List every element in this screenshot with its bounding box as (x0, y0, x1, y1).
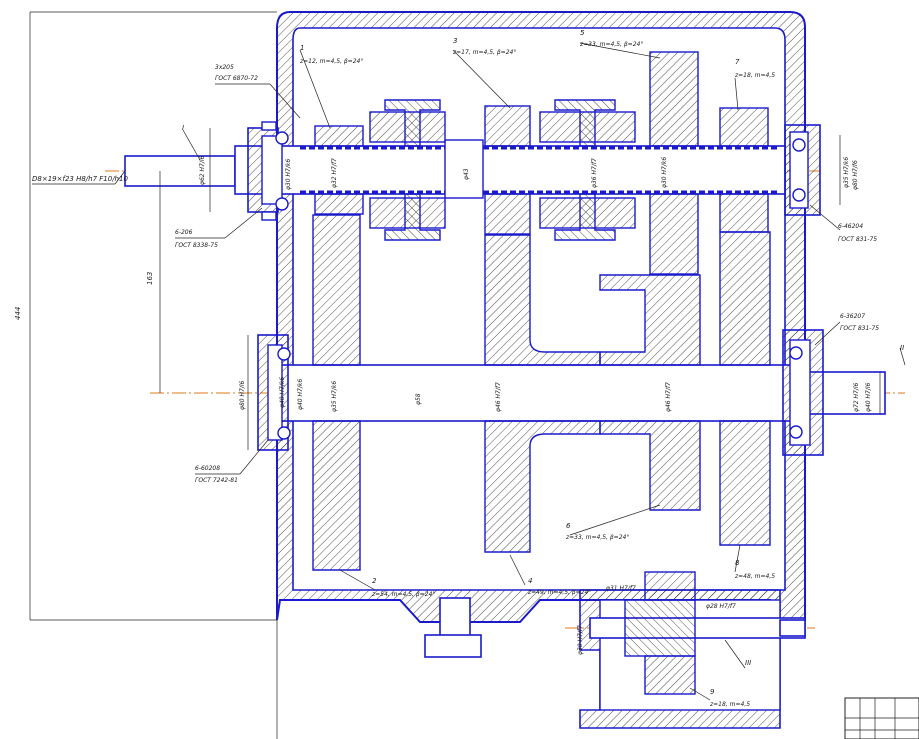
fit-9: φ40 H7/k6 (279, 377, 286, 408)
synchronizer-1 (369, 99, 446, 241)
part-2-spec: z=54, m=4,5, β=24° (371, 591, 435, 598)
fit-2: φ30 H7/k6 (285, 159, 292, 190)
bearing-2-std: ГОСТ 8338-75 (175, 242, 218, 249)
overall-height-label: 444 (14, 307, 22, 320)
gear-7 (719, 107, 769, 233)
input-bearing-cap (247, 121, 289, 221)
input-fit-label: D8×19×f23 H8/h7 F10/h10 (32, 175, 128, 183)
reverse-idler (579, 571, 806, 729)
fit-18: φ40 H7/l6 (865, 382, 872, 412)
fit-14: φ72 H7/l6 (853, 382, 860, 412)
center-distance-label: 163 (146, 272, 154, 285)
bearing-4-code: 6-36207 (840, 313, 865, 320)
right-bearing-shaft-1 (784, 124, 821, 216)
bearing-3-code: 6-46204 (838, 223, 863, 230)
gear-8 (719, 231, 771, 546)
fit-9b: φ40 H7/k6 (297, 379, 304, 410)
dimension-center-distance: 163 (146, 171, 161, 393)
fit-4: φ43 (463, 168, 470, 180)
part-9-number: 9 (710, 688, 715, 696)
bearing-2-code: 6-206 (175, 229, 193, 236)
part-5-spec: z=33, m=4,5, β=24° (579, 41, 643, 48)
fit-7: φ35 H7/k6 (843, 157, 850, 188)
leaders (175, 42, 906, 701)
fit-3: φ32 H7/f7 (331, 158, 338, 188)
part-1-spec: z=12, m=4,5, β=24° (299, 58, 363, 65)
bearing-1-code: 3x205 (215, 64, 234, 71)
bearing-5-std: ГОСТ 7242-81 (195, 477, 238, 484)
fit-5: φ36 H7/f7 (591, 158, 598, 188)
right-bearing-shaft-2 (782, 329, 824, 456)
input-shaft-center-hub (444, 139, 484, 199)
gear-9 (644, 571, 696, 601)
title-block (844, 697, 919, 739)
input-shaft (124, 139, 786, 199)
output-shaft-body (274, 364, 796, 422)
gear-2 (312, 214, 361, 571)
part-6-number: 6 (566, 522, 571, 530)
synchronizer-2 (539, 99, 636, 241)
fit-17: φ30 H7/f7 (577, 625, 584, 655)
part-1-number: 1 (300, 44, 304, 52)
part-3-number: 3 (453, 37, 457, 45)
part-4-spec: z=49, m=4,5, β=24° (527, 589, 591, 596)
part-8-spec: z=48, m=4,5 (734, 573, 775, 580)
shaft-mark-I: I (182, 124, 184, 132)
housing-inner-cavity (292, 27, 786, 591)
part-5-number: 5 (580, 29, 585, 37)
fit-13: φ35 H7/k6 (331, 381, 338, 412)
bearing-4-std: ГОСТ 831-75 (840, 325, 879, 332)
fit-1: φ62 H7/l6 (199, 155, 206, 185)
dimension-overall-height: 444 (14, 11, 277, 621)
part-7-spec: z=18, m=4,5 (734, 72, 775, 79)
gear-5 (649, 51, 699, 275)
part-6-spec: z=33, m=4,5, β=24° (565, 534, 629, 541)
gear-6 (599, 274, 701, 511)
part-8-number: 8 (735, 559, 740, 567)
fit-8: φ80 H7/l6 (239, 380, 246, 410)
shaft-mark-III: III (745, 659, 751, 667)
fit-19: φ80 H7/f6 (852, 160, 859, 190)
fit-15: φ31 H7/f7 (606, 585, 636, 592)
idler-shaft (589, 617, 806, 639)
fit-6: φ30 H7/k6 (661, 157, 668, 188)
bearing-1-std: ГОСТ 6870-72 (215, 75, 258, 82)
part-3-spec: z=17, m=4,5, β=24° (452, 49, 516, 56)
part-7-number: 7 (735, 58, 740, 66)
fit-16: φ28 H7/f7 (706, 603, 736, 610)
shaft-mark-II: II (900, 344, 904, 352)
input-shaft-tail (124, 155, 236, 187)
fit-11: φ46 H7/f7 (495, 382, 502, 412)
bearing-5-code: 6-60208 (195, 465, 220, 472)
fit-12: φ46 H7/f7 (665, 382, 672, 412)
part-9-spec: z=18, m=4,5 (709, 701, 750, 708)
drain-plug (424, 597, 482, 658)
fit-10: φ58 (415, 393, 422, 405)
part-2-number: 2 (372, 577, 377, 585)
part-4-number: 4 (528, 577, 532, 585)
bearing-3-std: ГОСТ 831-75 (838, 236, 877, 243)
gear-3 (484, 105, 531, 235)
left-bearing-shaft-2 (257, 334, 291, 451)
input-shaft-body (234, 145, 786, 195)
gear-1 (314, 125, 364, 215)
